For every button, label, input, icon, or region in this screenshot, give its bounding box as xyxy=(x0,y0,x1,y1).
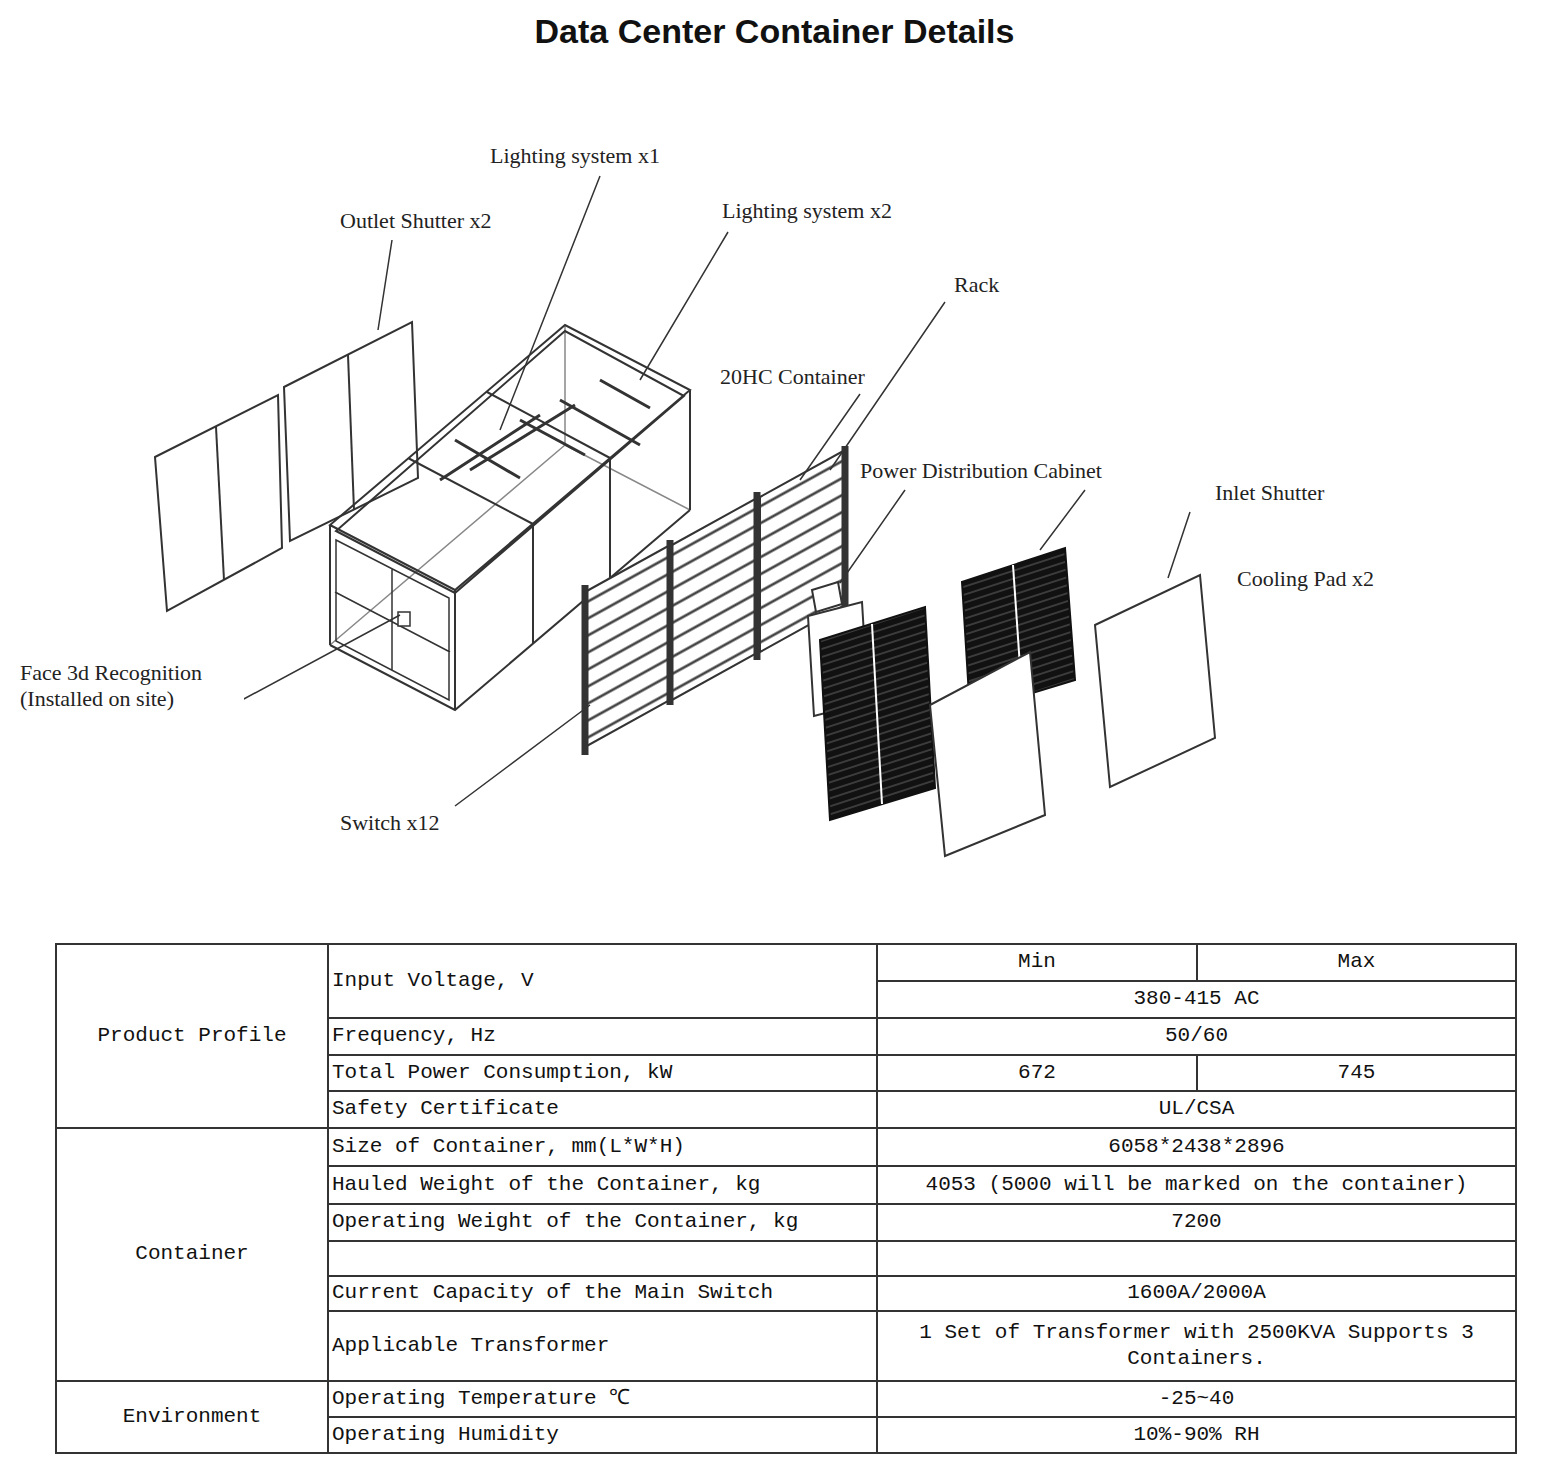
cell-text: 745 xyxy=(1338,1061,1376,1084)
table-cell: Size of Container, mm(L*W*H) xyxy=(328,1128,877,1166)
container-doors xyxy=(335,540,450,700)
rack-panel xyxy=(585,545,670,747)
cell-text: Size of Container, mm(L*W*H) xyxy=(332,1135,685,1158)
cell-text: 380-415 AC xyxy=(1133,987,1259,1010)
callout-label: Cooling Pad x2 xyxy=(1235,566,1376,592)
door-lock xyxy=(398,612,410,626)
outlet-shutter xyxy=(155,395,282,611)
cell-text: Safety Certificate xyxy=(332,1097,559,1120)
table-cell: Operating Weight of the Container, kg xyxy=(328,1204,877,1241)
table-cell: Environment xyxy=(56,1381,328,1453)
callout-label: Switch x12 xyxy=(338,810,442,836)
table-cell: 380-415 AC xyxy=(877,981,1516,1018)
cell-text: Operating Weight of the Container, kg xyxy=(332,1210,798,1233)
cell-text: 7200 xyxy=(1171,1210,1221,1233)
callout-label: 20HC Container xyxy=(718,364,867,390)
lighting-fixtures xyxy=(440,380,650,480)
table-cell xyxy=(877,1241,1516,1276)
cell-text: 6058*2438*2896 xyxy=(1108,1135,1284,1158)
cell-text: Frequency, Hz xyxy=(332,1024,496,1047)
callout-label: Lighting system x1 xyxy=(488,143,662,169)
leader-line xyxy=(242,176,1190,806)
cell-text: Environment xyxy=(123,1405,262,1428)
table-cell xyxy=(328,1241,877,1276)
table-cell: Operating Temperature ℃ xyxy=(328,1381,877,1417)
table-cell: Max xyxy=(1197,944,1516,981)
cooling-pad xyxy=(930,652,1045,856)
cooling-pad xyxy=(1095,575,1215,787)
cell-text: 4053 (5000 will be marked on the contain… xyxy=(926,1173,1468,1196)
cell-text: UL/CSA xyxy=(1159,1097,1235,1120)
table-cell: 1600A/2000A xyxy=(877,1276,1516,1311)
table-cell: 6058*2438*2896 xyxy=(877,1128,1516,1166)
callout-label: Inlet Shutter xyxy=(1213,480,1326,506)
shutter-divider xyxy=(348,355,354,510)
cell-text: Total Power Consumption, kW xyxy=(332,1061,672,1084)
table-cell: 672 xyxy=(877,1055,1197,1091)
cell-text: Hauled Weight of the Container, kg xyxy=(332,1173,760,1196)
cell-text: Operating Temperature ℃ xyxy=(332,1387,630,1410)
cell-text: 1 Set of Transformer with 2500KVA Suppor… xyxy=(919,1321,1474,1370)
cell-text: 50/60 xyxy=(1165,1024,1228,1047)
cell-text: 672 xyxy=(1018,1061,1056,1084)
cell-text: Operating Humidity xyxy=(332,1423,559,1446)
cell-text: Product Profile xyxy=(97,1024,286,1047)
table-cell: Input Voltage, V xyxy=(328,944,877,1018)
spec-table: Product Profile Input Voltage, V Min Max 380… xyxy=(55,943,1517,1454)
table-cell: UL/CSA xyxy=(877,1091,1516,1128)
cell-text: Applicable Transformer xyxy=(332,1334,609,1357)
cell-text: Min xyxy=(1018,950,1056,973)
table-cell: Operating Humidity xyxy=(328,1417,877,1453)
table-cell: Hauled Weight of the Container, kg xyxy=(328,1166,877,1204)
table-cell: Min xyxy=(877,944,1197,981)
table-cell: Frequency, Hz xyxy=(328,1018,877,1055)
cell-text: Current Capacity of the Main Switch xyxy=(332,1281,773,1304)
callout-label: Outlet Shutter x2 xyxy=(338,208,494,234)
table-cell: 10%-90% RH xyxy=(877,1417,1516,1453)
table-cell: 4053 (5000 will be marked on the contain… xyxy=(877,1166,1516,1204)
rack-post xyxy=(585,446,845,755)
table-cell: 7200 xyxy=(877,1204,1516,1241)
table-cell: Current Capacity of the Main Switch xyxy=(328,1276,877,1311)
table-cell: Container xyxy=(56,1128,328,1381)
inlet-shutter xyxy=(820,607,935,820)
callout-label: Rack xyxy=(952,272,1001,298)
cell-text: 10%-90% RH xyxy=(1133,1423,1259,1446)
table-cell: -25~40 xyxy=(877,1381,1516,1417)
power-distribution-cabinet xyxy=(812,582,842,612)
callout-label: Face 3d Recognition (Installed on site) xyxy=(18,660,244,713)
table-cell: Product Profile xyxy=(56,944,328,1128)
table-cell: 1 Set of Transformer with 2500KVA Suppor… xyxy=(877,1311,1516,1381)
table-cell: Total Power Consumption, kW xyxy=(328,1055,877,1091)
callout-label: Lighting system x2 xyxy=(720,198,894,224)
table-cell: 50/60 xyxy=(877,1018,1516,1055)
page-title: Data Center Container Details xyxy=(0,12,1549,51)
cell-text: Max xyxy=(1338,950,1376,973)
shutter-divider xyxy=(872,624,882,804)
cell-text: 1600A/2000A xyxy=(1127,1281,1266,1304)
cell-text: -25~40 xyxy=(1159,1387,1235,1410)
table-cell: 745 xyxy=(1197,1055,1516,1091)
table-cell: Applicable Transformer xyxy=(328,1311,877,1381)
cell-text: Input Voltage, V xyxy=(332,969,534,992)
callout-label: Power Distribution Cabinet xyxy=(858,458,1104,484)
table-cell: Safety Certificate xyxy=(328,1091,877,1128)
rack-panel xyxy=(672,498,757,700)
cell-text: Container xyxy=(135,1242,248,1265)
shutter-divider xyxy=(216,427,224,580)
